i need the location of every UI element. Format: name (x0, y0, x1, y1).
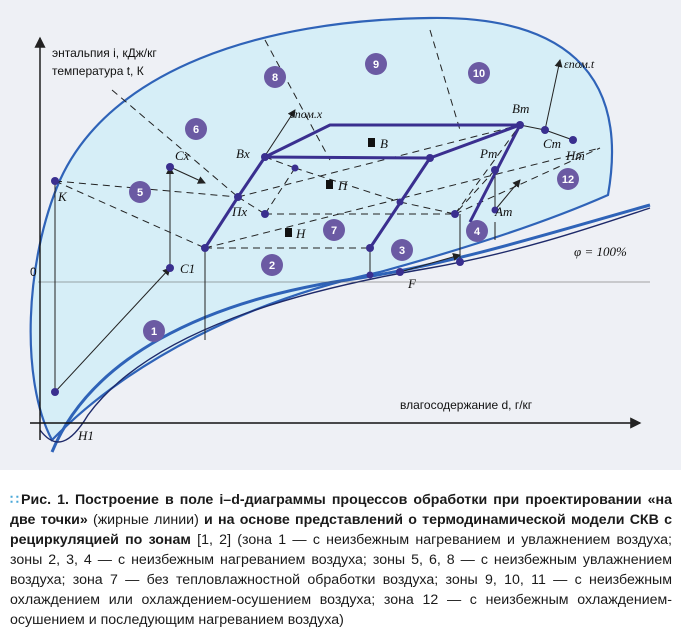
figure-caption: ∷Рис. 1. Построение в поле i–d-диаграммы… (10, 490, 672, 630)
label-P: П (337, 178, 349, 193)
label-Cx: Cx (175, 148, 190, 163)
zone-2: 2 (269, 260, 275, 272)
label-Bt: Bт (512, 101, 529, 116)
marker-H (285, 228, 292, 237)
marker-B (368, 138, 375, 147)
zero-label: 0 (30, 265, 37, 279)
zone-3: 3 (399, 245, 405, 257)
saturation-curve-dark (39, 207, 651, 443)
label-Bx: Bx (236, 146, 250, 161)
label-H: H (295, 226, 306, 241)
label-Px: Пx (231, 204, 247, 219)
label-B: B (380, 136, 388, 151)
marker-P (326, 180, 333, 189)
label-Pt: Pт (479, 146, 497, 161)
y-axis-label-1: энтальпия i, кДж/кг (52, 46, 157, 60)
y-axis-label-2: температура t, К (52, 64, 144, 78)
zone-12: 12 (562, 174, 574, 186)
label-eps-x: εпом.x (290, 107, 323, 121)
zone-markers: 1 2 3 4 5 6 7 8 9 10 12 (129, 53, 579, 342)
zone-4: 4 (474, 226, 481, 238)
process-thin-lines (54, 59, 574, 393)
zone-1: 1 (151, 326, 157, 338)
label-K: K (57, 189, 68, 204)
id-diagram-svg: энтальпия i, кДж/кг температура t, К вла… (29, 16, 651, 453)
label-Ct: Cт (543, 136, 561, 151)
label-eps-t: εпом.t (564, 57, 595, 71)
phi-label: φ = 100% (574, 244, 627, 259)
caption-bullet-icon: ∷ (10, 492, 19, 508)
zone-6: 6 (193, 124, 199, 136)
caption-part2: и на основе представлений о термодинамич… (10, 512, 672, 548)
label-Ht: Hт (565, 148, 585, 163)
label-At: Aт (494, 204, 512, 219)
zone-10: 10 (473, 68, 485, 80)
operating-region (29, 16, 614, 442)
label-H1: H1 (77, 428, 94, 443)
id-diagram-figure: энтальпия i, кДж/кг температура t, К вла… (0, 0, 681, 470)
caption-part3: [1, 2] (зона 1 — с неизбежным нагревание… (10, 532, 672, 628)
caption-part1: (жирные линии) (87, 512, 205, 528)
state-points (51, 121, 577, 396)
label-C1: C1 (180, 261, 195, 276)
zone-8: 8 (272, 72, 278, 84)
zone-7: 7 (331, 225, 337, 237)
x-axis-label: влагосодержание d, г/кг (400, 398, 533, 412)
label-F: F (407, 276, 417, 291)
saturation-curve (50, 203, 651, 453)
zone-5: 5 (137, 187, 143, 199)
zone-9: 9 (373, 59, 379, 71)
caption-lead: Рис. 1. Построение в поле i–d-диаграммы … (10, 492, 672, 528)
